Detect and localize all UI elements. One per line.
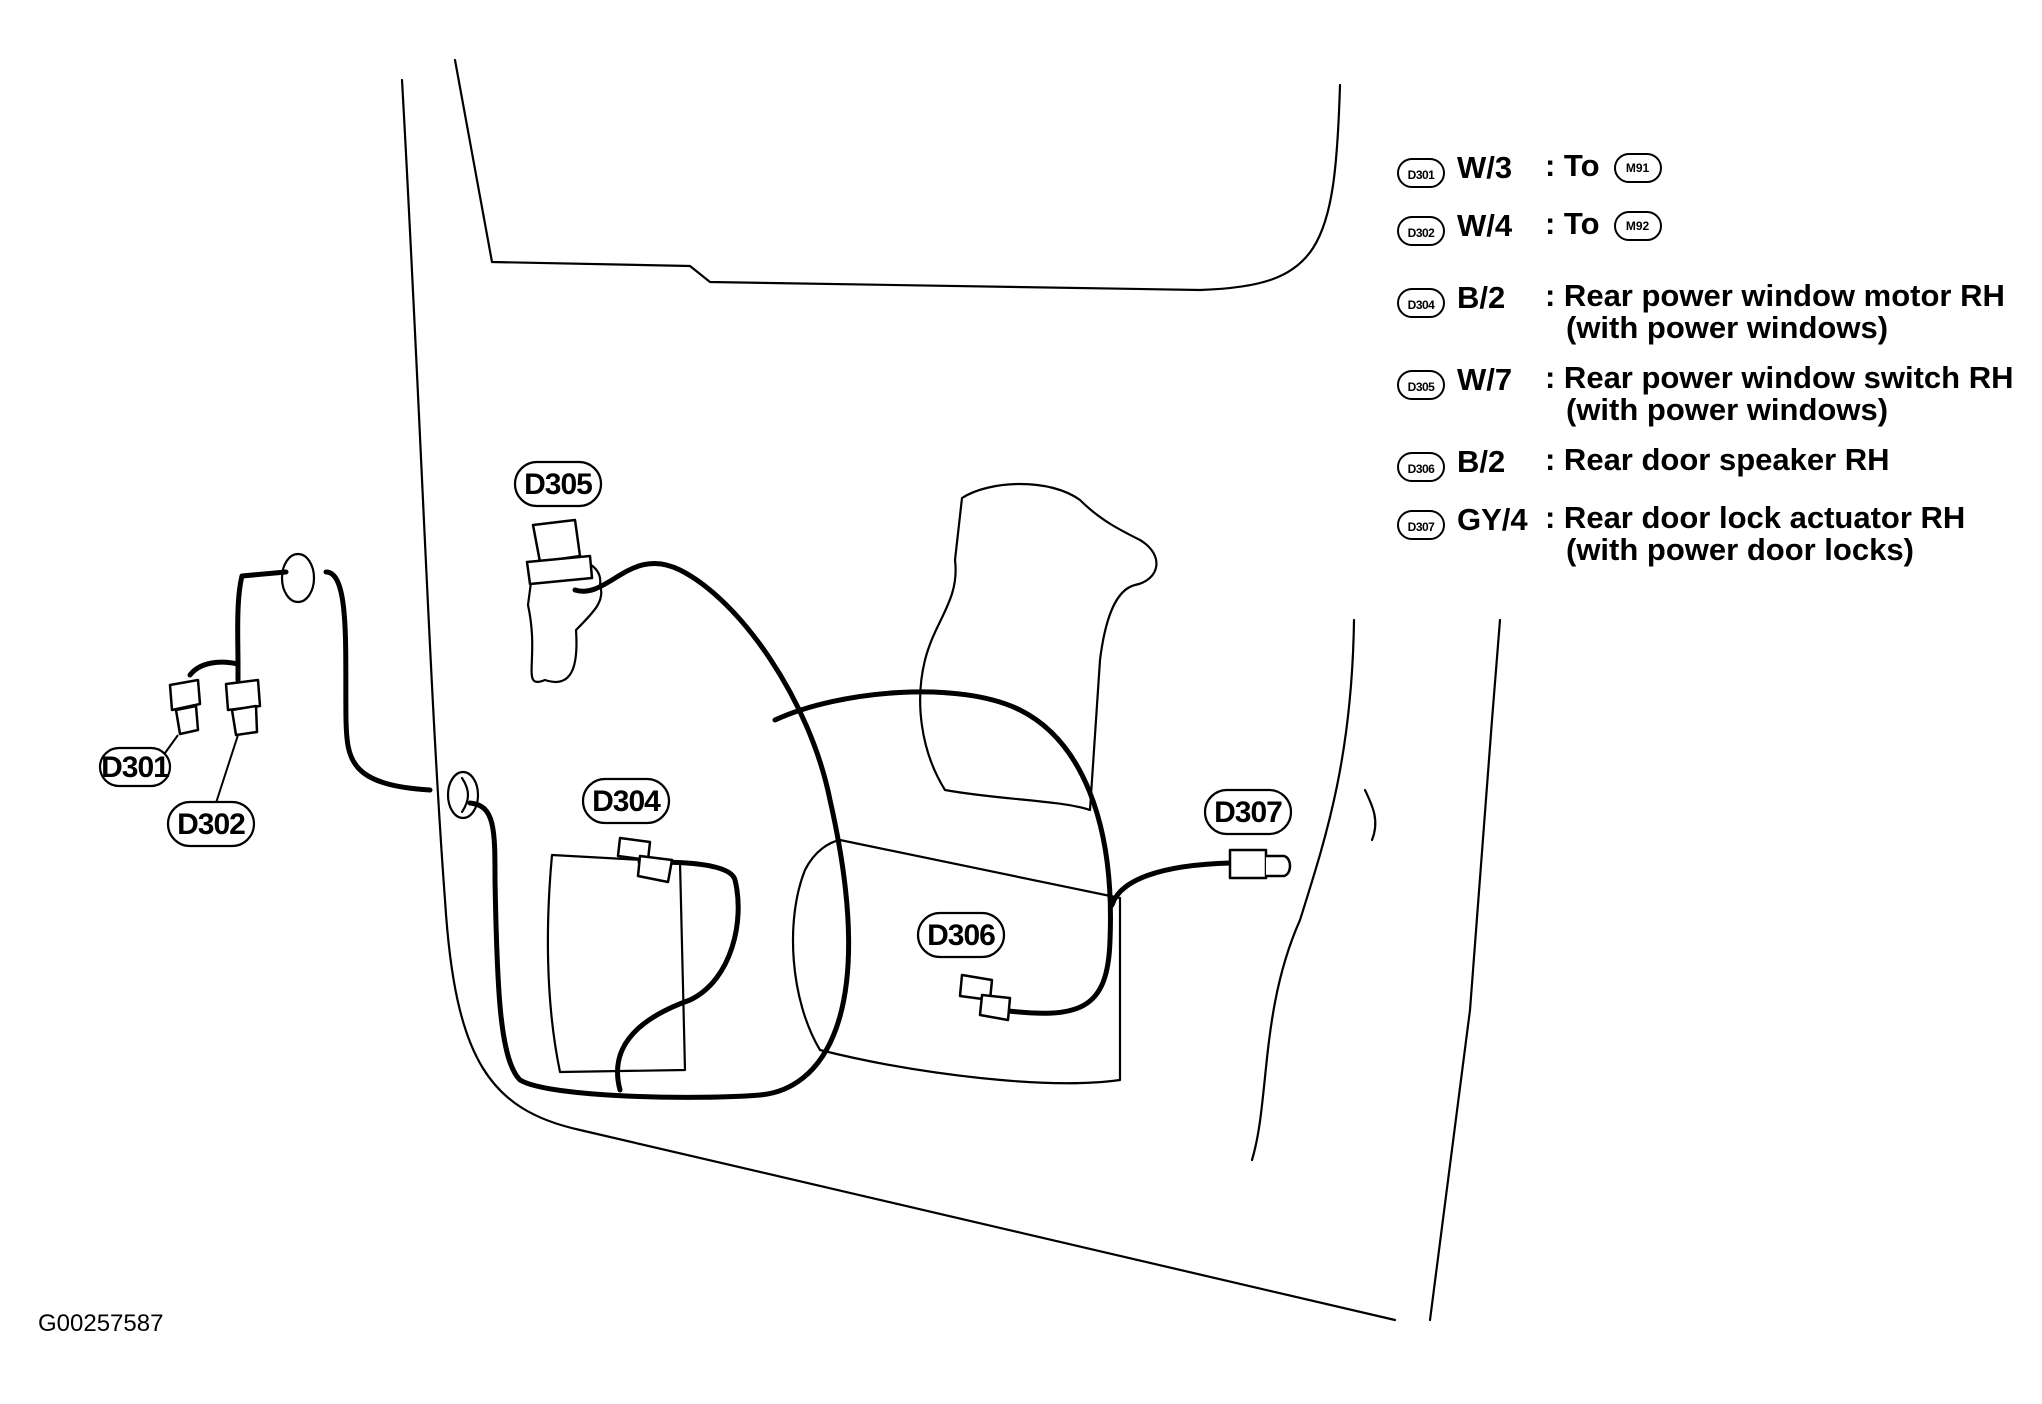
callout-d301-label: D301 [101,751,169,784]
callout-d304-label: D304 [592,785,661,818]
legend-d302-destination: M92 [1613,210,1662,241]
legend-d306-description: : Rear door speaker RH [1545,444,1890,476]
legend-d305-code: W/7 [1457,362,1513,397]
callout-d305-label: D305 [524,468,592,501]
legend-d301-badge: D301 [1397,158,1445,188]
legend-d302-prefix: : To [1545,206,1600,241]
legend-d306-prefix: : Rear door speaker RH [1545,442,1890,477]
legend-d302-code: W/4 [1457,208,1513,243]
legend-d304-badge: D304 [1397,288,1445,318]
legend-d304-prefix: : Rear power window motor RH [1545,278,2005,313]
legend-d302-badge: D302 [1397,216,1445,246]
legend-d307-prefix: : Rear door lock actuator RH [1545,500,1966,535]
legend-row-d304: D304 B/2 : Rear power window motor RH(wi… [1397,280,2037,362]
legend-row-d305: D305 W/7 : Rear power window switch RH(w… [1397,362,2037,444]
legend-d301-prefix: : To [1545,148,1600,183]
connector-d304-body [616,836,674,884]
legend-row-d301: D301 W/3 : To M91 [1397,150,2037,208]
legend-d307-badge: D307 [1397,510,1445,540]
connector-d301-body [168,678,202,736]
connector-legend: D301 W/3 : To M91 D302 W/4 : To M92 D304 B… [1397,150,2037,584]
legend-d305-note: (with power windows) [1566,392,1889,427]
figure-id: G00257587 [38,1310,164,1337]
callout-d301: D301 [98,746,172,788]
legend-d301-code: W/3 [1457,150,1513,185]
legend-d305-badge: D305 [1397,370,1445,400]
connector-d302-body [224,678,262,737]
wiring-harness [187,561,1233,1100]
legend-d304-note: (with power windows) [1566,310,1889,345]
legend-d305-prefix: : Rear power window switch RH [1545,360,2014,395]
legend-d301-description: : To M91 [1545,150,1662,183]
legend-d307-description: : Rear door lock actuator RH(with power … [1545,502,1965,566]
callout-d305: D305 [513,460,603,508]
legend-d307-note: (with power door locks) [1566,532,1914,567]
connector-shapes [168,518,1292,1022]
callout-d307-label: D307 [1214,796,1282,829]
callout-d306-label: D306 [927,919,995,952]
legend-d306-code: B/2 [1457,444,1506,479]
legend-row-d306: D306 B/2 : Rear door speaker RH [1397,444,2037,502]
callout-leaders [159,734,239,807]
callout-d302: D302 [166,800,256,848]
legend-d304-code: B/2 [1457,280,1506,315]
connector-d306-body [958,973,1012,1022]
callout-d302-label: D302 [177,808,245,841]
legend-d301-destination: M91 [1613,152,1662,183]
connector-d305-body [525,518,594,586]
legend-d307-code: GY/4 [1457,502,1528,537]
callout-d306: D306 [916,911,1006,959]
legend-row-d302: D302 W/4 : To M92 [1397,208,2037,266]
legend-d305-description: : Rear power window switch RH(with power… [1545,362,2014,426]
callout-d307: D307 [1203,788,1293,836]
legend-d304-description: : Rear power window motor RH(with power … [1545,280,2005,344]
legend-d302-description: : To M92 [1545,208,1662,241]
connector-d307-body [1228,848,1292,880]
callout-d304: D304 [581,777,671,825]
legend-d306-badge: D306 [1397,452,1445,482]
door-panel-outline [280,58,1502,1322]
legend-row-d307: D307 GY/4 : Rear door lock actuator RH(w… [1397,502,2037,584]
